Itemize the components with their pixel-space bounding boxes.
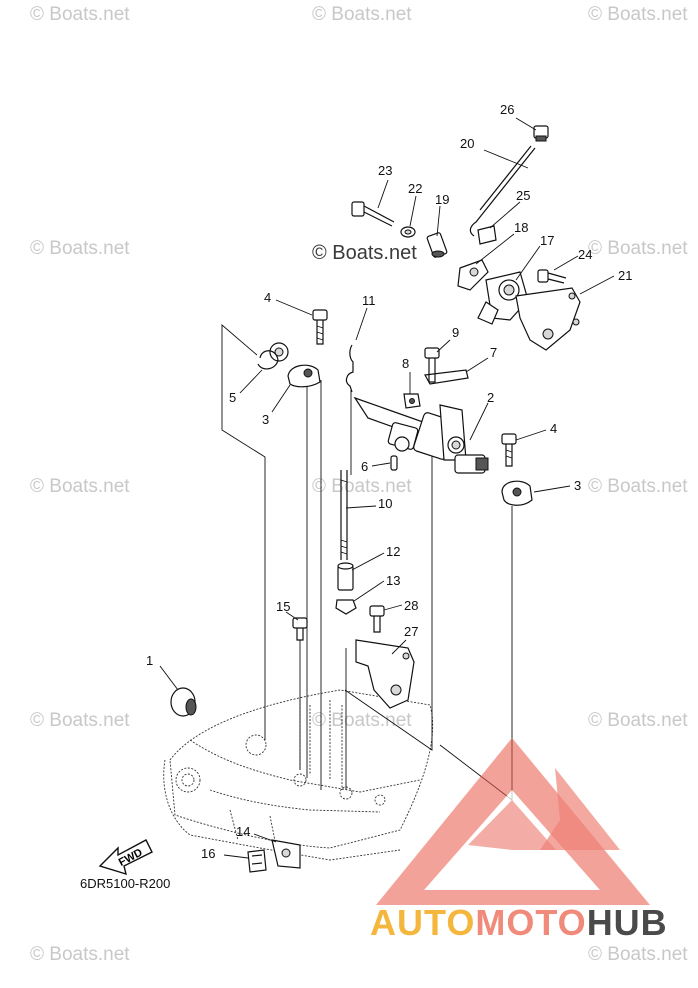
- part-23-bolt: [351, 201, 395, 227]
- brand-hub: HUB: [586, 902, 668, 943]
- part-3-link-joint: [287, 364, 321, 388]
- part-13-nut: [335, 599, 357, 615]
- part-9-bolt: [424, 347, 440, 383]
- callout-3: 3: [574, 478, 581, 493]
- part-21-bracket: [515, 287, 581, 351]
- callout-27: 27: [404, 624, 418, 639]
- part-10-rod: [340, 470, 348, 560]
- part-6-pin: [390, 455, 398, 471]
- part-28-bolt: [369, 605, 385, 633]
- watermark: © Boats.net: [312, 476, 412, 497]
- callout-25: 25: [516, 188, 530, 203]
- watermark: © Boats.net: [30, 944, 130, 965]
- part-14-clamp: [271, 839, 301, 869]
- callout-1: 1: [146, 653, 153, 668]
- automotohub-logo-icon: [376, 738, 650, 905]
- callout-3: 3: [262, 412, 269, 427]
- part-3-link-joint: [501, 480, 533, 506]
- part-17-lever: [477, 271, 529, 325]
- part-4-bolt: [501, 433, 517, 467]
- watermark: © Boats.net: [30, 4, 130, 25]
- part-11-rod: [345, 344, 354, 393]
- callout-22: 22: [408, 181, 422, 196]
- watermark: © Boats.net: [30, 710, 130, 731]
- callout-4: 4: [264, 290, 271, 305]
- part-26-cap: [533, 125, 549, 142]
- bottom-cowling: [163, 689, 434, 861]
- watermark: © Boats.net: [312, 4, 412, 25]
- part-27-bracket: [355, 639, 415, 709]
- callout-13: 13: [386, 573, 400, 588]
- part-15-bolt: [292, 617, 308, 641]
- part-18-link: [457, 259, 489, 291]
- watermark: © Boats.net: [30, 476, 130, 497]
- callout-16: 16: [201, 846, 215, 861]
- callout-18: 18: [514, 220, 528, 235]
- callout-28: 28: [404, 598, 418, 613]
- callout-2: 2: [487, 390, 494, 405]
- callout-21: 21: [618, 268, 632, 283]
- callout-12: 12: [386, 544, 400, 559]
- diagram-code: 6DR5100-R200: [80, 876, 171, 891]
- watermark: © Boats.net: [588, 476, 688, 497]
- callout-4: 4: [550, 421, 557, 436]
- part-19-collar: [426, 232, 448, 258]
- callout-11: 11: [362, 293, 376, 308]
- part-2-lever-assembly: [353, 396, 489, 474]
- watermark: © Boats.net: [588, 238, 688, 259]
- watermark: © Boats.net: [588, 4, 688, 25]
- watermark: © Boats.net: [312, 710, 412, 731]
- part-7-plate: [424, 369, 469, 385]
- part-4-bolt: [312, 309, 328, 345]
- part-22-washer: [400, 226, 416, 238]
- part-25-clip: [477, 225, 497, 245]
- fwd-arrow-icon: FWD: [98, 839, 153, 876]
- callout-8: 8: [402, 356, 409, 371]
- callout-5: 5: [229, 390, 236, 405]
- watermark: © Boats.net: [30, 238, 130, 259]
- center-watermark: © Boats.net: [312, 242, 417, 264]
- part-5-clip: [257, 342, 289, 370]
- fwd-label: FWD: [117, 846, 145, 868]
- callout-23: 23: [378, 163, 392, 178]
- watermark: © Boats.net: [588, 944, 688, 965]
- part-20-rod: [469, 145, 536, 237]
- callout-7: 7: [490, 345, 497, 360]
- callout-19: 19: [435, 192, 449, 207]
- brand-auto: AUTO: [370, 902, 476, 943]
- callout-15: 15: [276, 599, 290, 614]
- callout-9: 9: [452, 325, 459, 340]
- part-1-grommet: [170, 687, 197, 717]
- brand-moto: MOTO: [475, 902, 587, 943]
- callout-20: 20: [460, 136, 474, 151]
- callout-10: 10: [378, 496, 392, 511]
- brand-logo-text: AUTOMOTOHUB: [370, 902, 668, 944]
- callout-6: 6: [361, 459, 368, 474]
- callout-labels: 1 2 3 3 4 4 5 6 7 8 9 10 11 12 13 14 15 …: [146, 102, 632, 861]
- callout-14: 14: [236, 824, 250, 839]
- part-16-clip: [247, 849, 267, 873]
- part-12-sleeve: [337, 562, 354, 591]
- part-8-nut: [403, 393, 421, 409]
- part-24-bolt: [537, 269, 567, 284]
- callout-24: 24: [578, 247, 592, 262]
- leader-lines: [159, 117, 615, 859]
- callout-17: 17: [540, 233, 554, 248]
- callout-26: 26: [500, 102, 514, 117]
- watermark: © Boats.net: [588, 710, 688, 731]
